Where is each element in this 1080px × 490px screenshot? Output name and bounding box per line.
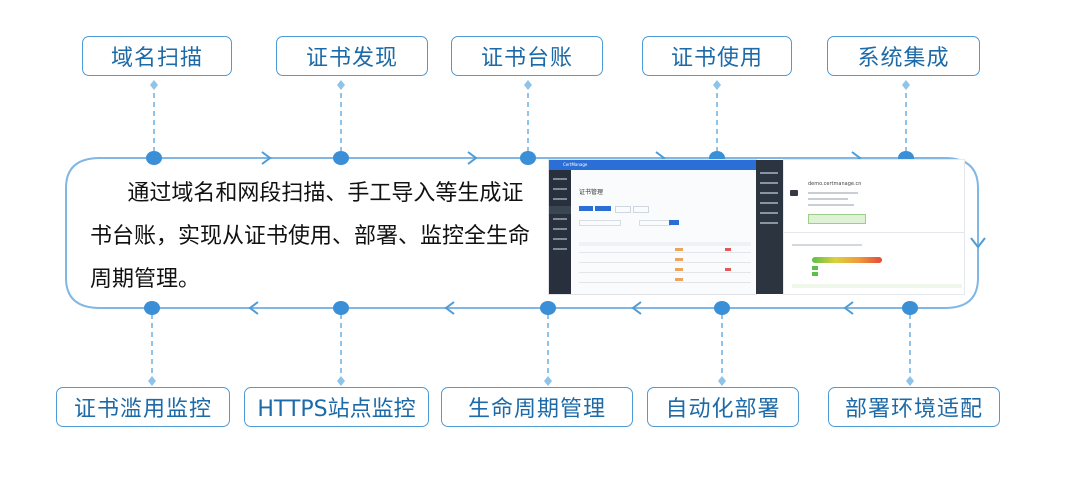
stage-cert-discovery: 证书发现 [276,36,428,76]
screenshot-sidebar [549,170,571,294]
screenshot-score-bar [812,257,882,263]
stage-cert-ledger: 证书台账 [451,36,603,76]
screenshot-nav-strip [756,160,784,294]
stage-system-integration: 系统集成 [827,36,980,76]
connector-diamonds [148,80,914,386]
description-text: 通过域名和网段扫描、手工导入等生成证书台账，实现从证书使用、部署、监控全生命周期… [90,172,542,301]
stage-https-site-monitor: HTTPS站点监控 [244,387,429,427]
bottom-dots [144,301,918,315]
stage-cert-abuse-monitor: 证书滥用监控 [56,387,230,427]
stage-domain-scan: 域名扫描 [82,36,232,76]
screenshot-cert-list: CertManage 证书管理 [549,160,756,294]
bottom-connectors [151,314,911,384]
stage-cert-usage: 证书使用 [642,36,792,76]
screenshot-cert-detail: demo.certmanage.cn [784,160,964,294]
stage-lifecycle-management: 生命周期管理 [441,387,633,427]
screenshot-header-bar: CertManage [549,160,756,170]
stage-auto-deploy: 自动化部署 [647,387,799,427]
right-arrow [970,237,986,249]
stage-env-adaptation: 部署环境适配 [828,387,1000,427]
screenshot-domain: demo.certmanage.cn [808,181,862,187]
description-paragraph: 通过域名和网段扫描、手工导入等生成证书台账，实现从证书使用、部署、监控全生命周期… [90,181,531,292]
bottom-arrows [248,301,854,315]
top-connectors [153,84,907,152]
loop-track [65,157,979,309]
screenshot-app-title: CertManage [563,162,588,167]
screenshot-page-title: 证书管理 [579,189,604,196]
